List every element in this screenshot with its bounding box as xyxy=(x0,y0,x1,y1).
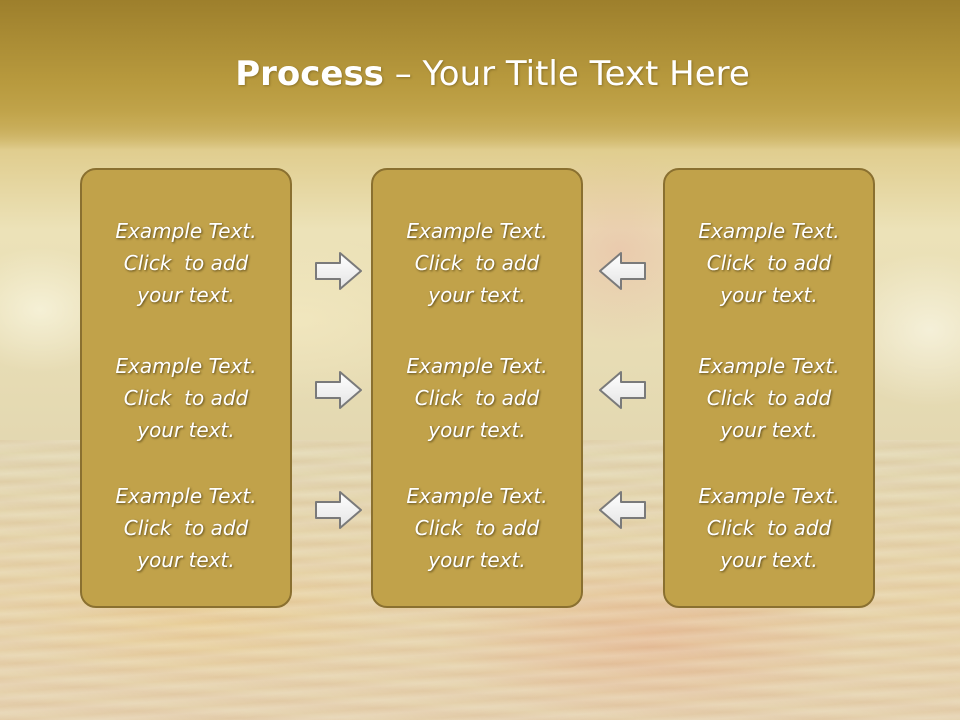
text-block[interactable]: Example Text. Click to add your text. xyxy=(373,480,581,576)
text-line: Example Text. xyxy=(406,219,548,243)
text-block[interactable]: Example Text. Click to add your text. xyxy=(373,215,581,311)
text-line: Example Text. xyxy=(406,354,548,378)
title-bold-part: Process xyxy=(235,54,384,94)
title-rest: – Your Title Text Here xyxy=(383,54,750,94)
text-block[interactable]: Example Text. Click to add your text. xyxy=(665,350,873,446)
text-line: Example Text. xyxy=(698,219,840,243)
text-line: your text. xyxy=(137,548,235,572)
text-line: Click to add xyxy=(706,516,832,540)
text-line: Example Text. xyxy=(406,484,548,508)
text-block[interactable]: Example Text. Click to add your text. xyxy=(82,350,290,446)
text-line: Click to add xyxy=(123,386,249,410)
text-block[interactable]: Example Text. Click to add your text. xyxy=(82,215,290,311)
text-line: Click to add xyxy=(414,251,540,275)
right-arrow-icon xyxy=(315,252,362,290)
text-line: Example Text. xyxy=(698,354,840,378)
text-line: Click to add xyxy=(123,516,249,540)
right-arrow-icon xyxy=(315,371,362,409)
text-line: Click to add xyxy=(706,386,832,410)
process-box-center[interactable]: Example Text. Click to add your text. Ex… xyxy=(371,168,583,608)
text-line: your text. xyxy=(720,548,818,572)
text-line: Click to add xyxy=(123,251,249,275)
text-block[interactable]: Example Text. Click to add your text. xyxy=(373,350,581,446)
text-line: your text. xyxy=(137,418,235,442)
slide-title[interactable]: Process – Your Title Text Here xyxy=(0,52,960,96)
text-line: Click to add xyxy=(414,516,540,540)
text-line: your text. xyxy=(428,283,526,307)
text-block[interactable]: Example Text. Click to add your text. xyxy=(82,480,290,576)
right-arrow-icon xyxy=(315,491,362,529)
process-box-left[interactable]: Example Text. Click to add your text. Ex… xyxy=(80,168,292,608)
text-line: Example Text. xyxy=(115,484,257,508)
text-line: Example Text. xyxy=(115,219,257,243)
text-line: your text. xyxy=(137,283,235,307)
title-band xyxy=(0,0,960,150)
text-line: your text. xyxy=(720,283,818,307)
left-arrow-icon xyxy=(599,252,646,290)
left-arrow-icon xyxy=(599,491,646,529)
process-box-right[interactable]: Example Text. Click to add your text. Ex… xyxy=(663,168,875,608)
text-line: Example Text. xyxy=(115,354,257,378)
text-line: Click to add xyxy=(706,251,832,275)
text-line: your text. xyxy=(428,548,526,572)
text-block[interactable]: Example Text. Click to add your text. xyxy=(665,480,873,576)
text-line: your text. xyxy=(720,418,818,442)
left-arrow-icon xyxy=(599,371,646,409)
text-block[interactable]: Example Text. Click to add your text. xyxy=(665,215,873,311)
text-line: your text. xyxy=(428,418,526,442)
text-line: Click to add xyxy=(414,386,540,410)
text-line: Example Text. xyxy=(698,484,840,508)
